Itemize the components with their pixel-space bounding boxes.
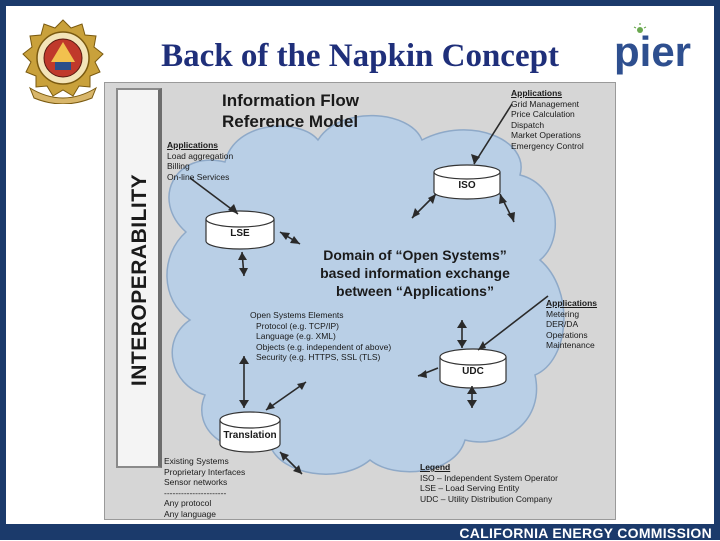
list-item: Grid Management (511, 98, 580, 109)
iso-feed-arrow (473, 103, 513, 165)
list-item: Market Operations (511, 130, 581, 140)
legend: Legend ISO – Independent System Operator… (420, 462, 558, 504)
slide-title: Back of the Napkin Concept (161, 38, 559, 74)
list-item: Dispatch (511, 119, 545, 130)
domain-description: Domain of “Open Systems” based informati… (300, 246, 530, 300)
legend-heading: Legend (420, 462, 451, 472)
lse-applications-list: Applications Load aggregation Billing On… (167, 140, 233, 182)
list-item: Any protocol (164, 498, 212, 508)
udc-database-icon (439, 348, 507, 389)
udc-feed-arrow (477, 295, 549, 351)
energy-commission-seal-icon (22, 19, 104, 104)
list-item: Billing (167, 161, 190, 171)
list-item: Protocol (e.g. TCP/IP) (256, 320, 339, 331)
list-item: ---------------------- (164, 487, 227, 498)
legend-item: ISO – Independent System Operator (420, 472, 558, 483)
list-item: DER/DA (546, 319, 579, 329)
iso-database-icon (433, 164, 501, 200)
list-item: Security (e.g. HTTPS, SSL (TLS) (256, 352, 381, 362)
list-item: Any language (164, 508, 216, 519)
lse-node-label: LSE (230, 228, 250, 239)
model-title: Information Flow Reference Model (222, 90, 359, 132)
pier-logo-text: pier (614, 28, 691, 75)
udc-node-label: UDC (462, 366, 484, 377)
list-item: Existing Systems (164, 456, 229, 466)
translation-database-icon (219, 411, 281, 453)
lse-database-icon (205, 210, 275, 250)
list-item: Objects (e.g. independent of above) (256, 341, 392, 352)
footer-label: CALIFORNIA ENERGY COMMISSION (459, 525, 712, 541)
domain-line-1: Domain of “Open Systems” (323, 247, 507, 263)
list-item: Proprietary Interfaces (164, 466, 246, 477)
model-title-line-2: Reference Model (222, 112, 359, 131)
list-item: Emergency Control (511, 140, 584, 151)
list-item: On-line Services (167, 171, 230, 182)
domain-line-3: between “Applications” (336, 283, 494, 299)
legend-item: UDC – Utility Distribution Company (420, 493, 553, 504)
list-item: Maintenance (546, 340, 595, 350)
iso-applications-heading: Applications (511, 88, 563, 98)
open-systems-elements: Open Systems Elements Protocol (e.g. TCP… (250, 310, 391, 363)
pier-spark-icon (637, 27, 643, 33)
list-item: Sensor networks (164, 477, 228, 487)
pier-logo: pier (610, 22, 700, 83)
list-item: Metering (546, 308, 580, 319)
udc-applications-heading: Applications (546, 298, 598, 308)
list-item: Load aggregation (167, 150, 234, 161)
iso-applications-list: Applications Grid Management Price Calcu… (511, 88, 584, 151)
domain-line-2: based information exchange (320, 265, 510, 281)
list-item: Language (e.g. XML) (256, 331, 336, 341)
iso-node-label: ISO (458, 180, 476, 191)
udc-applications-list: Applications Metering DER/DA Operations … (546, 298, 597, 351)
translation-list: Existing Systems Proprietary Interfaces … (164, 456, 245, 519)
list-item: Operations (546, 329, 588, 340)
legend-item: LSE – Load Serving Entity (420, 483, 520, 493)
interoperability-bar (116, 88, 162, 468)
model-title-line-1: Information Flow (222, 91, 359, 110)
translation-node-label: Translation (223, 430, 277, 441)
open-systems-heading: Open Systems Elements (250, 310, 344, 320)
interoperability-label: INTEROPERABILITY (128, 173, 151, 387)
lse-applications-heading: Applications (167, 140, 219, 150)
list-item: Price Calculation (511, 109, 575, 119)
